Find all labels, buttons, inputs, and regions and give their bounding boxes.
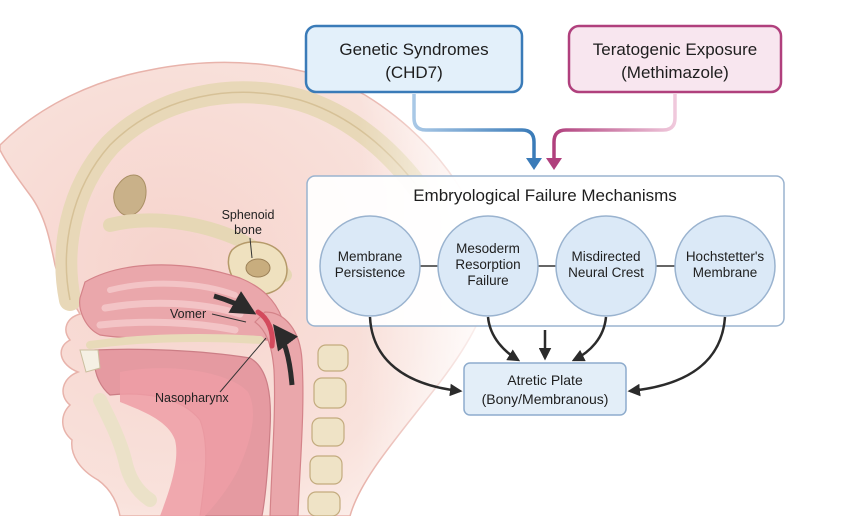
mechanism-2-line3: Failure: [467, 273, 508, 288]
mechanisms-title: Embryological Failure Mechanisms: [413, 186, 677, 205]
vertebra-5: [307, 491, 341, 516]
sphenoid-label-line2: bone: [234, 223, 262, 237]
turbinate-inferior: [96, 318, 239, 334]
mechanism-hochstetters-membrane: Hochstetter's Membrane: [674, 215, 776, 317]
teratogenic-line1: Teratogenic Exposure: [593, 40, 757, 59]
teratogenic-line2: (Methimazole): [621, 63, 729, 82]
mechanism-3-line2: Neural Crest: [568, 265, 644, 280]
sphenoid-leader: [249, 237, 253, 259]
frontal-sinus: [113, 174, 147, 217]
mechanism-1-line2: Persistence: [335, 265, 406, 280]
airflow-arrow-nasal: [213, 291, 257, 315]
mechanism-4-line2: Membrane: [693, 265, 758, 280]
sphenoid-label-line1: Sphenoid: [222, 208, 275, 222]
mechanism-2-line2: Resorption: [455, 257, 520, 272]
teratogenic-arrow: [552, 94, 677, 160]
mechanism-1-line1: Membrane: [338, 249, 403, 264]
arrow-from-mechanism-1: [368, 316, 463, 397]
genetic-syndromes-box: Genetic Syndromes (CHD7): [304, 24, 524, 94]
mechanism-to-outcome-arrows: [368, 316, 727, 397]
genetic-arrowhead: [526, 158, 542, 170]
turbinate-superior: [107, 280, 238, 298]
genetic-line1: Genetic Syndromes: [339, 40, 488, 59]
airflow-arrow-pharyngeal: [273, 323, 298, 386]
turbinate-middle: [101, 299, 244, 318]
outcome-line1: Atretic Plate: [507, 372, 583, 388]
mandible: [93, 393, 157, 507]
arrow-from-mechanism-3: [571, 316, 608, 362]
hard-palate: [86, 333, 264, 349]
vertebra-4: [309, 455, 343, 485]
outcome-line2: (Bony/Membranous): [482, 391, 609, 407]
vertebra-2: [313, 377, 347, 409]
nasopharynx-label: Nasopharynx: [155, 391, 229, 405]
atretic-plate-marker: [255, 309, 275, 349]
genetic-line2: (CHD7): [385, 63, 443, 82]
teratogenic-arrowhead: [546, 158, 562, 170]
mechanism-membrane-persistence: Membrane Persistence: [319, 215, 421, 317]
genetic-arrow: [412, 94, 536, 160]
anatomy-labels: Sphenoid bone Vomer Nasopharynx: [155, 208, 274, 405]
arrow-from-mechanism-2: [486, 316, 521, 362]
mechanism-misdirected-neural-crest: Misdirected Neural Crest: [555, 215, 657, 317]
vertebra-1: [317, 344, 349, 372]
vomer-leader: [211, 313, 247, 323]
atretic-plate-box: Atretic Plate (Bony/Membranous): [463, 362, 627, 416]
mechanisms-panel: Embryological Failure Mechanisms Membran…: [306, 175, 785, 327]
tongue: [120, 368, 253, 516]
mechanism-2-line1: Mesoderm: [456, 241, 520, 256]
teratogenic-exposure-box: Teratogenic Exposure (Methimazole): [567, 24, 783, 94]
vomer-label: Vomer: [170, 307, 206, 321]
mechanism-4-line1: Hochstetter's: [686, 249, 765, 264]
upper-teeth: [79, 349, 101, 373]
nasopharynx-leader: [219, 337, 267, 393]
arrow-from-mechanism-4: [627, 316, 727, 397]
mechanism-mesoderm-resorption-failure: Mesoderm Resorption Failure: [437, 215, 539, 317]
vertebra-3: [311, 417, 345, 447]
mechanism-3-line1: Misdirected: [571, 249, 640, 264]
sphenoid-sinus: [245, 258, 271, 278]
